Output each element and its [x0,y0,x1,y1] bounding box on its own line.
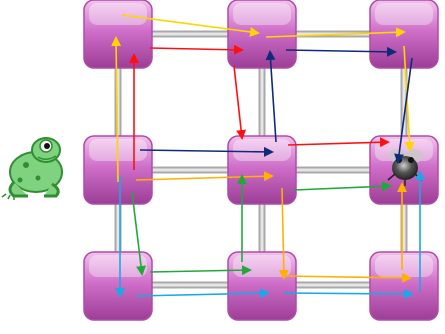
arrow-navy-mid-left-to-mid [139,146,274,157]
arrow-yellow-top-mid-to-right [265,27,406,38]
arrows [111,14,425,299]
tiles [83,0,439,321]
tile-bot-right[interactable] [369,251,439,321]
arrow-navy-mid-up [265,50,277,143]
arrow-green-left-down [131,191,146,276]
tile-top-middle[interactable] [227,0,297,69]
arrow-blue-bot-left-to-mid [135,288,270,299]
tile-top-left[interactable] [83,0,153,69]
arrow-blue-bot-mid-to-right [283,288,414,299]
arrow-orange-bot-mid-to-right [283,272,412,283]
arrow-orange-mid-left-to-mid [135,171,274,182]
tile-bot-middle[interactable] [227,251,297,321]
arrow-navy-top-mid-to-right [285,46,397,57]
tile-bot-left[interactable] [83,251,153,321]
arrow-navy-right-down [394,57,413,164]
arrow-orange-mid-down [278,187,289,280]
frog-icon[interactable] [1,137,63,200]
arrow-red-mid-down [233,65,247,140]
arrow-yellow-top-left-to-mid [121,14,260,37]
arrow-yellow-up-left [111,36,122,183]
tile-mid-middle[interactable] [227,135,297,205]
arrow-red-mid-to-right [287,137,390,148]
arrow-green-mid-to-right [293,181,392,192]
arrow-green-bot-left-to-mid [149,265,252,276]
arrow-red-top-left-to-mid [149,44,244,55]
